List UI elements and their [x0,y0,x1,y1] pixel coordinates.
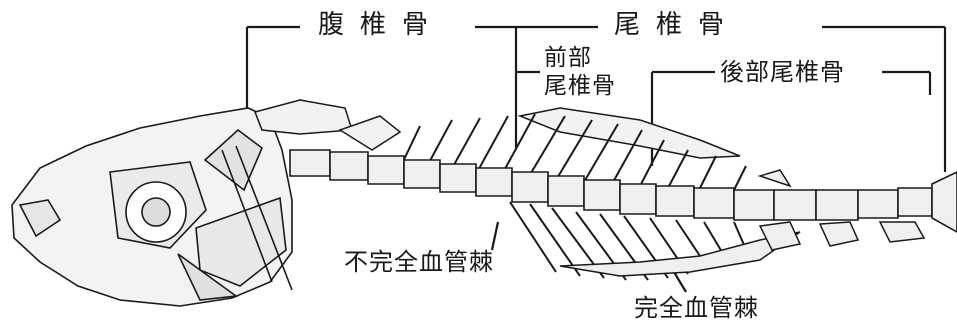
label-caudal-vertebrae: 尾椎骨 [614,12,740,38]
label-posterior-caudal-vertebrae: 後部尾椎骨 [720,60,845,84]
pointer-incomplete-spine [492,222,498,250]
label-complete-haemal-spine: 完全血管棘 [634,296,759,320]
label-incomplete-haemal-spine: 不完全血管棘 [344,250,494,274]
label-anterior-caudal: 前部 尾椎骨 [544,44,616,100]
label-anterior-caudal-line2: 尾椎骨 [544,72,616,100]
label-anterior-caudal-line1: 前部 [544,44,616,72]
label-abdominal-vertebrae: 腹椎骨 [318,12,444,38]
